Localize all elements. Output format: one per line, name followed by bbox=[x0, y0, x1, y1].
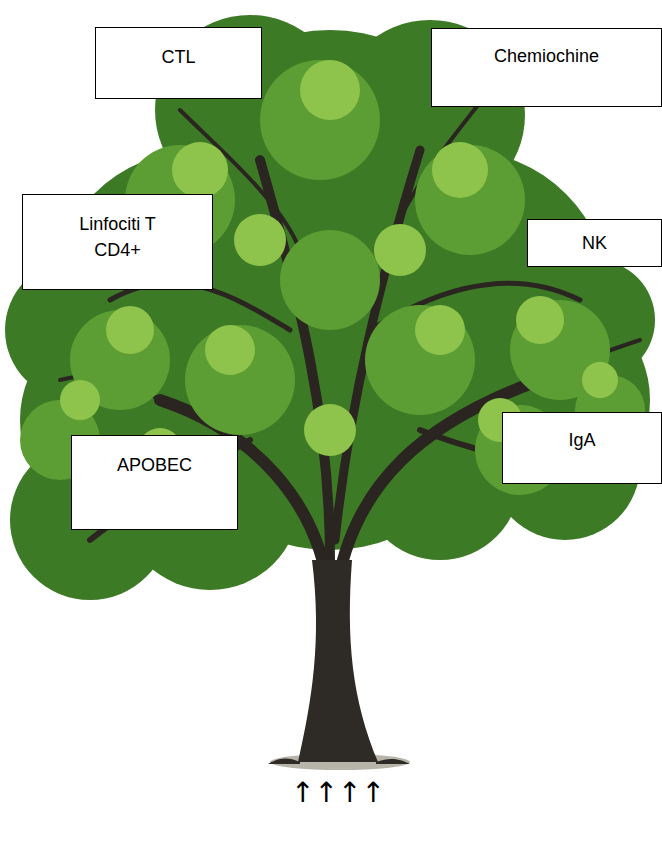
label-box: IgA bbox=[502, 412, 662, 484]
box-label: IgA bbox=[517, 427, 647, 453]
arrow-symbols: ↑↑↑↑ bbox=[291, 776, 385, 810]
label-box: Linfociti T CD4+ bbox=[22, 194, 213, 290]
box-label: APOBEC bbox=[85, 452, 225, 478]
label-box: NK bbox=[527, 219, 662, 267]
box-label: Chemiochine bbox=[447, 43, 647, 69]
label-box: CTL bbox=[95, 27, 262, 99]
box-label: NK bbox=[540, 230, 650, 256]
box-label: CTL bbox=[109, 44, 249, 70]
label-box: APOBEC bbox=[71, 435, 238, 530]
box-label: Linfociti T CD4+ bbox=[58, 211, 178, 263]
label-box: Chemiochine bbox=[431, 28, 662, 107]
